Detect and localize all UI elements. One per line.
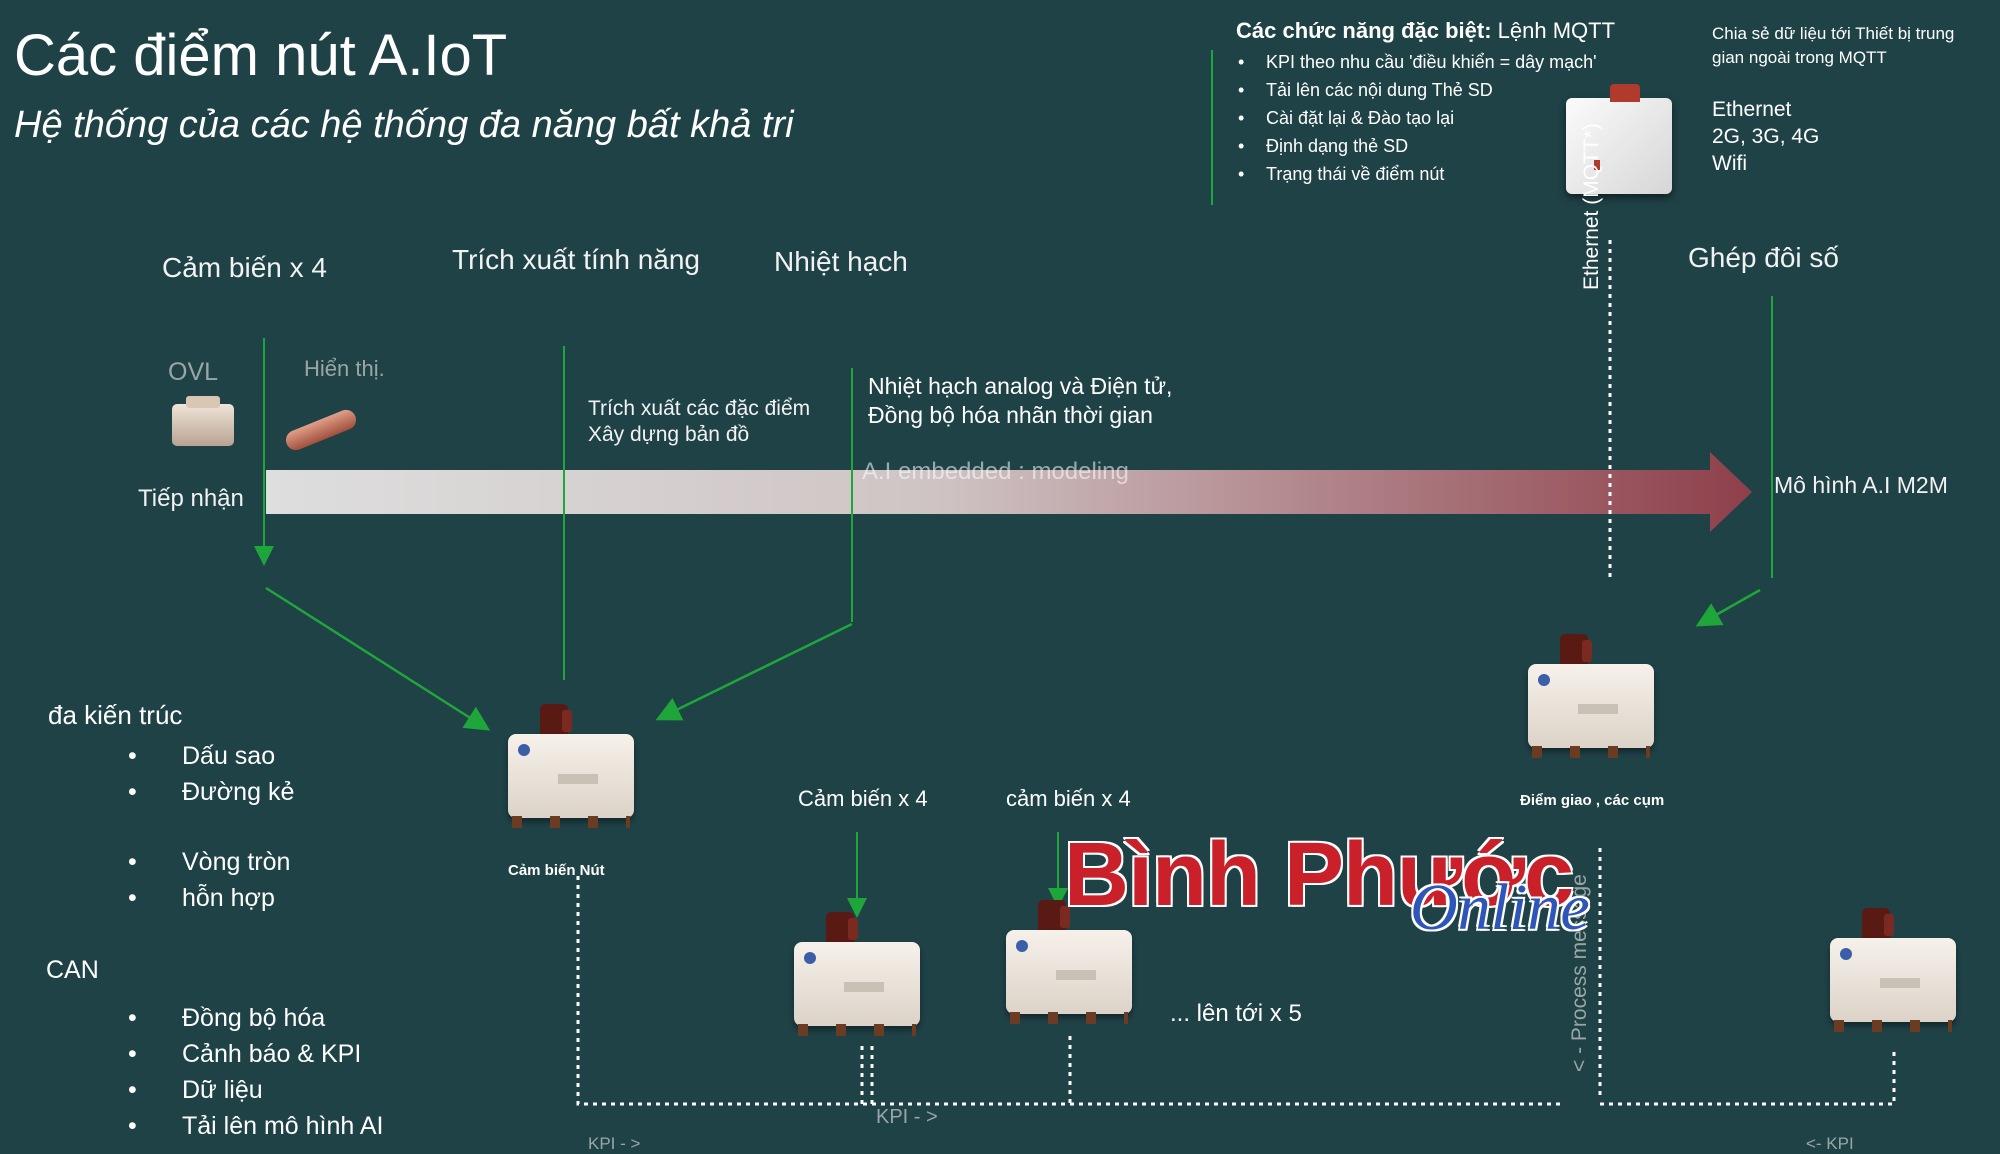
node-antenna — [826, 912, 858, 944]
architecture-list: Dấu sao Đường kẻ Vòng tròn hỗn hợp — [128, 738, 294, 916]
special-function-item: Trạng thái về điểm nút — [1238, 160, 1597, 188]
can-item: Dữ liệu — [128, 1072, 384, 1108]
special-functions-heading: Các chức năng đặc biệt: Lệnh MQTT — [1236, 18, 1615, 44]
bus-dotted-left — [576, 876, 1562, 1106]
ovl-label: OVL — [168, 358, 219, 386]
page-title: Các điểm nút A.IoT — [14, 23, 508, 88]
process-arrow — [266, 452, 1752, 532]
can-item: Đồng bộ hóa — [128, 1000, 384, 1036]
twin-to-gateway-arrow — [1695, 588, 1761, 627]
sub-sensor-node-1 — [792, 912, 924, 1040]
fusion-note: Nhiệt hạch analog và Điện tử, Đồng bộ hó… — [868, 372, 1172, 430]
node-connectors — [798, 1024, 916, 1036]
node-antenna — [1038, 900, 1070, 932]
special-function-item: Tải lên các nội dung Thẻ SD — [1238, 76, 1597, 104]
gateway-cabinet-image — [1566, 84, 1672, 194]
upto-label: ... lên tới x 5 — [1170, 1000, 1302, 1027]
page-subtitle: Hệ thống của các hệ thống đa năng bất kh… — [14, 104, 794, 146]
can-item: Tải lên mô hình AI — [128, 1108, 384, 1144]
special-functions-heading-rest: Lệnh MQTT — [1491, 18, 1616, 43]
share-note-line1: Chia sẻ dữ liệu tới Thiết bị trung — [1712, 24, 1955, 43]
arrow-text: A.I embedded : modeling — [862, 458, 1129, 485]
sub2-label: cảm biến x 4 — [1006, 786, 1131, 811]
architecture-item: hỗn hợp — [128, 880, 294, 916]
main-node-label: Cảm biến Nút — [508, 862, 605, 879]
special-functions-heading-bold: Các chức năng đặc biệt: — [1236, 18, 1492, 43]
sensor-to-node-arrow — [265, 586, 491, 731]
fusion-note-line2: Đồng bộ hóa nhãn thời gian — [868, 402, 1153, 428]
ethernet-vertical-label: Ethernet (MQTT*) — [1580, 123, 1603, 290]
feature-note-line1: Trích xuất các đặc điểm — [588, 397, 811, 420]
architecture-heading: đa kiến trúc — [48, 700, 183, 730]
special-functions-list: KPI theo nhu cầu 'điều khiển = dây mạch'… — [1238, 48, 1597, 188]
special-function-item: Định dạng thẻ SD — [1238, 132, 1597, 160]
feature-note: Trích xuất các đặc điểm Xây dựng bản đồ — [588, 396, 810, 448]
stage-feature-extraction: Trích xuất tính năng — [452, 244, 700, 275]
connectivity-wifi: Wifi — [1712, 152, 1747, 175]
share-note-line2: gian ngoài trong MQTT — [1712, 48, 1887, 67]
stage-digital-twin: Ghép đôi số — [1688, 242, 1839, 273]
share-note: Chia sẻ dữ liệu tới Thiết bị trung gian … — [1712, 22, 1954, 70]
fusion-note-line1: Nhiệt hạch analog và Điện tử, — [868, 373, 1173, 399]
node-body — [1528, 664, 1654, 748]
node-body — [1830, 938, 1956, 1022]
node-body — [1006, 930, 1132, 1014]
node-body — [794, 942, 920, 1026]
architecture-item: Dấu sao — [128, 738, 294, 774]
node-connectors — [1010, 1012, 1128, 1024]
kpi-middle: KPI - > — [876, 1106, 938, 1128]
kpi-right: <- KPI — [1806, 1134, 1854, 1153]
node-connectors — [512, 816, 630, 828]
gateway-node-label: Điểm giao , các cụm — [1520, 792, 1665, 809]
watermark-logo-script: Online — [1410, 871, 1590, 944]
node-connectors — [1532, 746, 1650, 758]
special-function-item: Cài đặt lại & Đào tạo lại — [1238, 104, 1597, 132]
remote-sensor-node — [1828, 908, 1960, 1036]
can-item: Cảnh báo & KPI — [128, 1036, 384, 1072]
receive-label: Tiếp nhận — [138, 485, 244, 512]
special-function-item: KPI theo nhu cầu 'điều khiển = dây mạch' — [1238, 48, 1597, 76]
main-sensor-node — [506, 704, 638, 832]
stage-sensors: Cảm biến x 4 — [162, 252, 327, 283]
watermark-logo-main: Bình Phước — [1064, 825, 1574, 925]
kpi-left: KPI - > — [588, 1134, 641, 1153]
architecture-item: Vòng tròn — [128, 844, 294, 880]
m2m-label: Mô hình A.I M2M — [1774, 472, 1948, 498]
connectivity-list: Ethernet 2G, 3G, 4G Wifi — [1712, 96, 1819, 177]
architecture-item: Đường kẻ — [128, 774, 294, 810]
stage-fusion: Nhiệt hạch — [774, 246, 908, 277]
node-antenna — [540, 704, 572, 736]
bus-dotted-right — [1600, 1050, 1896, 1106]
can-heading: CAN — [46, 956, 99, 984]
display-label: Hiển thị. — [304, 356, 385, 381]
fusion-to-node-arrow — [655, 622, 853, 721]
gateway-node — [1526, 634, 1658, 762]
connectivity-cellular: 2G, 3G, 4G — [1712, 125, 1820, 148]
sub-sensor-node-2 — [1004, 900, 1136, 1028]
feature-note-line2: Xây dựng bản đồ — [588, 423, 750, 446]
connectivity-ethernet: Ethernet — [1712, 98, 1792, 121]
sub1-label: Cảm biến x 4 — [798, 786, 928, 811]
node-antenna — [1862, 908, 1894, 940]
node-body — [508, 734, 634, 818]
node-antenna — [1560, 634, 1592, 666]
can-list: Đồng bộ hóa Cảnh báo & KPI Dữ liệu Tải l… — [128, 1000, 384, 1144]
ovl-sensor-image — [172, 396, 234, 446]
node-connectors — [1834, 1020, 1952, 1032]
